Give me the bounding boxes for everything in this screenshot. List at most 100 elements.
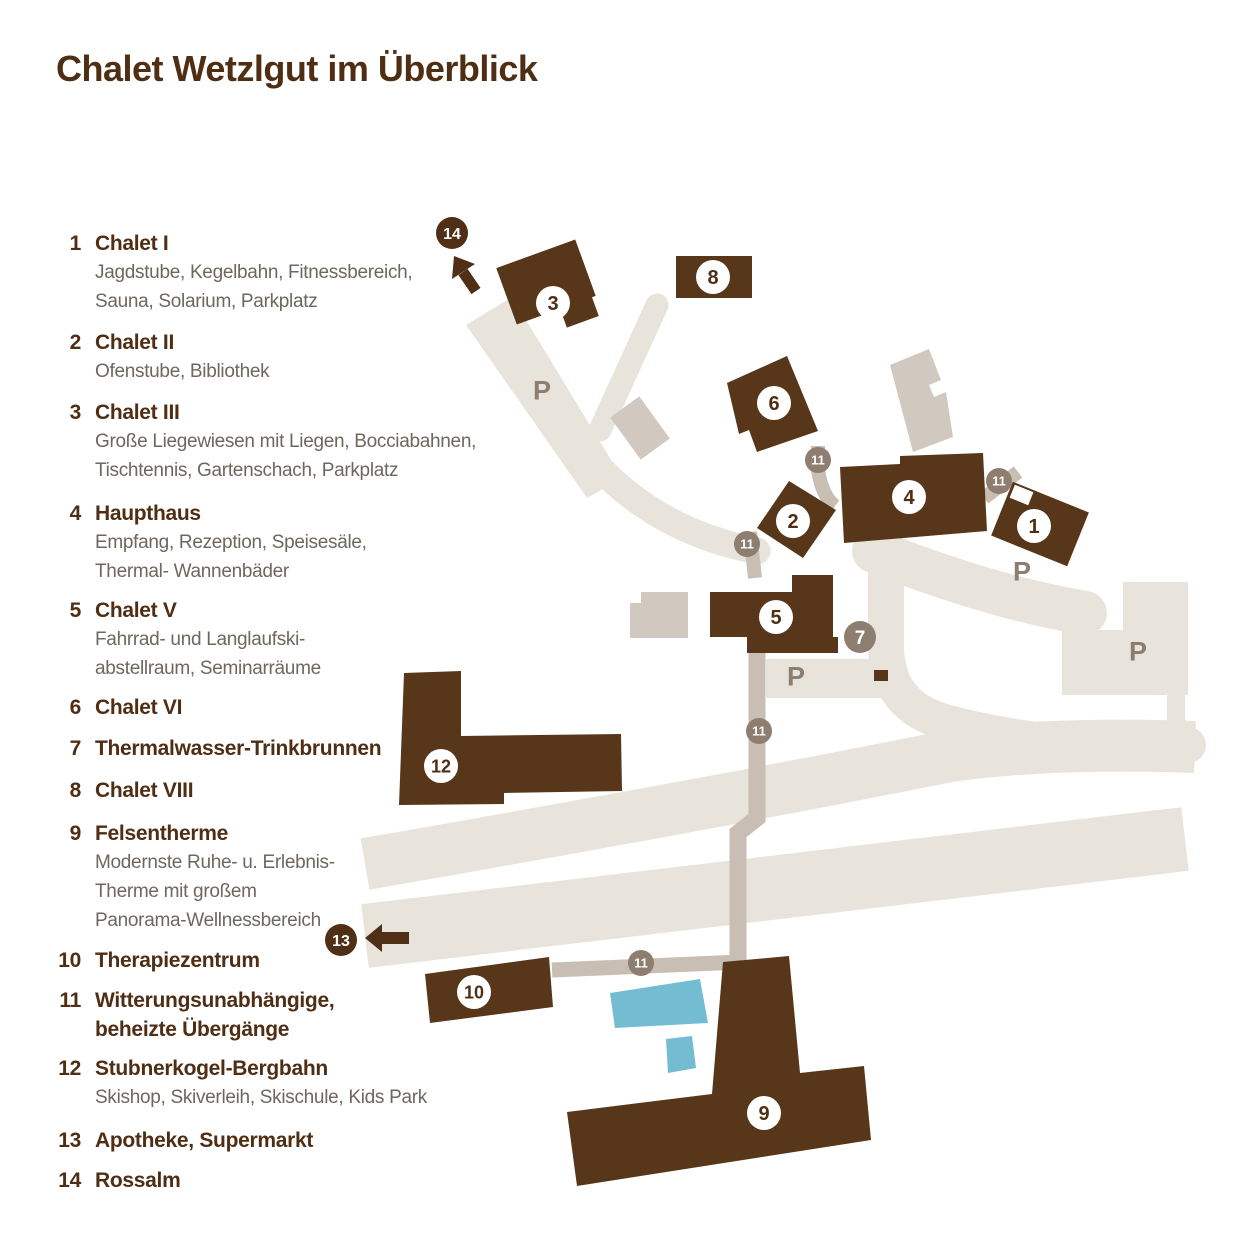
badge-circle: [844, 621, 876, 653]
legend-number: 11: [59, 989, 81, 1012]
badge-walkway-11: 11: [746, 718, 772, 744]
label-circle: [696, 260, 730, 294]
legend-desc: Ofenstube, Bibliothek: [95, 361, 270, 382]
building-number-labels: 3 8 6 2 4 1 5 12 10 9: [424, 260, 1051, 1130]
label-bergbahn: 12: [424, 749, 458, 783]
badge-number: 11: [634, 956, 648, 971]
parking-labels: P P P P: [533, 376, 1147, 692]
label-number: 4: [903, 487, 915, 509]
label-number: 9: [758, 1103, 769, 1125]
legend-desc: Fahrrad- und Langlaufski- abstellraum, S…: [95, 629, 321, 679]
badge-number: 14: [443, 226, 461, 243]
legend-name: Chalet VI: [95, 696, 183, 719]
parking-label: P: [533, 376, 551, 406]
apotheke-arrow-icon: [365, 924, 409, 952]
legend-item-11: 11 Witterungsunabhängige, beheizte Übergä…: [57, 986, 517, 1044]
legend-name: Therapiezentrum: [95, 949, 260, 972]
legend-number: 8: [69, 779, 82, 802]
badge-number: 11: [992, 474, 1006, 489]
label-circle: [536, 286, 570, 320]
page-title: Chalet Wetzlgut im Überblick: [56, 48, 538, 89]
legend-desc: Skishop, Skiverleih, Skischule, Kids Par…: [95, 1087, 427, 1108]
parking-connector: [1167, 695, 1185, 741]
legend-number: 2: [69, 331, 82, 354]
label-number: 10: [464, 982, 484, 1002]
badge-number: 11: [740, 537, 754, 552]
badge-number: 11: [811, 453, 825, 468]
label-circle: [1017, 509, 1051, 543]
legend-desc: Modernste Ruhe- u. Erlebnis- Therme mit …: [95, 852, 335, 931]
legend-number: 13: [58, 1129, 81, 1152]
legend-name: Stubnerkogel-Bergbahn: [95, 1057, 328, 1080]
upper-branch-road: [588, 293, 669, 442]
legend-item-10: 10 Therapiezentrum: [57, 946, 517, 975]
gray-block-in-fork: [610, 396, 670, 460]
label-circle: [757, 386, 791, 420]
badge-rossalm-14: 14: [436, 217, 468, 249]
parking-label: P: [1013, 557, 1031, 587]
label-circle: [747, 1096, 781, 1130]
arrows: [365, 256, 481, 952]
badge-number: 7: [855, 628, 866, 649]
legend-number: 14: [58, 1169, 81, 1192]
label-chalet6: 6: [757, 386, 791, 420]
building-felsentherme: [567, 956, 871, 1186]
parking-below-chalet5: [766, 659, 884, 698]
badge-circle: [628, 950, 654, 976]
upper-diagonal-band: [360, 719, 1196, 890]
legend-number: 12: [58, 1057, 81, 1080]
legend-number: 5: [69, 599, 82, 622]
gray-building-north: [890, 349, 953, 452]
label-chalet8: 8: [696, 260, 730, 294]
gray-buildings: [610, 349, 953, 638]
label-chalet2: 2: [776, 504, 810, 538]
legend-name: Apotheke, Supermarkt: [95, 1129, 314, 1152]
legend-number: 4: [69, 502, 82, 525]
parking-lot-right: [1062, 582, 1188, 695]
badge-walkway-11: 11: [734, 531, 760, 557]
legend-name: Witterungsunabhängige, beheizte Übergäng…: [95, 989, 335, 1041]
legend-number: 3: [69, 401, 82, 424]
label-number: 6: [768, 393, 779, 415]
parking-label: P: [787, 662, 805, 692]
label-circle: [759, 600, 793, 634]
badge-circle: [436, 217, 468, 249]
legend-name: Chalet V: [95, 599, 177, 622]
label-number: 5: [770, 607, 781, 629]
parking-label: P: [1129, 637, 1147, 667]
parking-strip-road: [466, 297, 622, 498]
legend-number: 1: [69, 232, 82, 255]
pools: [610, 979, 708, 1073]
label-circle: [892, 480, 926, 514]
legend-name: Thermalwasser-Trinkbrunnen: [95, 737, 382, 760]
lower-diagonal-band: [361, 807, 1189, 968]
legend-name: Haupthaus: [95, 502, 201, 525]
label-therapiezentrum: 10: [457, 975, 491, 1009]
badge-apotheke-13: 13: [325, 924, 357, 956]
apotheke-arrow-head: [365, 924, 382, 952]
label-number: 1: [1028, 516, 1039, 538]
label-number: 3: [547, 293, 558, 315]
badge-walkway-11: 11: [986, 468, 1012, 494]
badge-number: 11: [752, 724, 766, 739]
legend-number: 7: [69, 737, 82, 760]
legend-item-13: 13 Apotheke, Supermarkt: [57, 1126, 517, 1155]
label-circle: [776, 504, 810, 538]
buildings: [399, 239, 1089, 1186]
legend-item-7: 7 Thermalwasser-Trinkbrunnen: [57, 734, 517, 763]
badge-circle: [805, 447, 831, 473]
badge-walkway-11: 11: [628, 950, 654, 976]
label-circle: [457, 975, 491, 1009]
legend-number: 10: [58, 949, 81, 972]
legend-number: 6: [69, 696, 82, 719]
legend-item-6: 6 Chalet VI: [57, 693, 517, 722]
legend-desc: Empfang, Rezeption, Speisesäle, Thermal-…: [95, 532, 367, 582]
